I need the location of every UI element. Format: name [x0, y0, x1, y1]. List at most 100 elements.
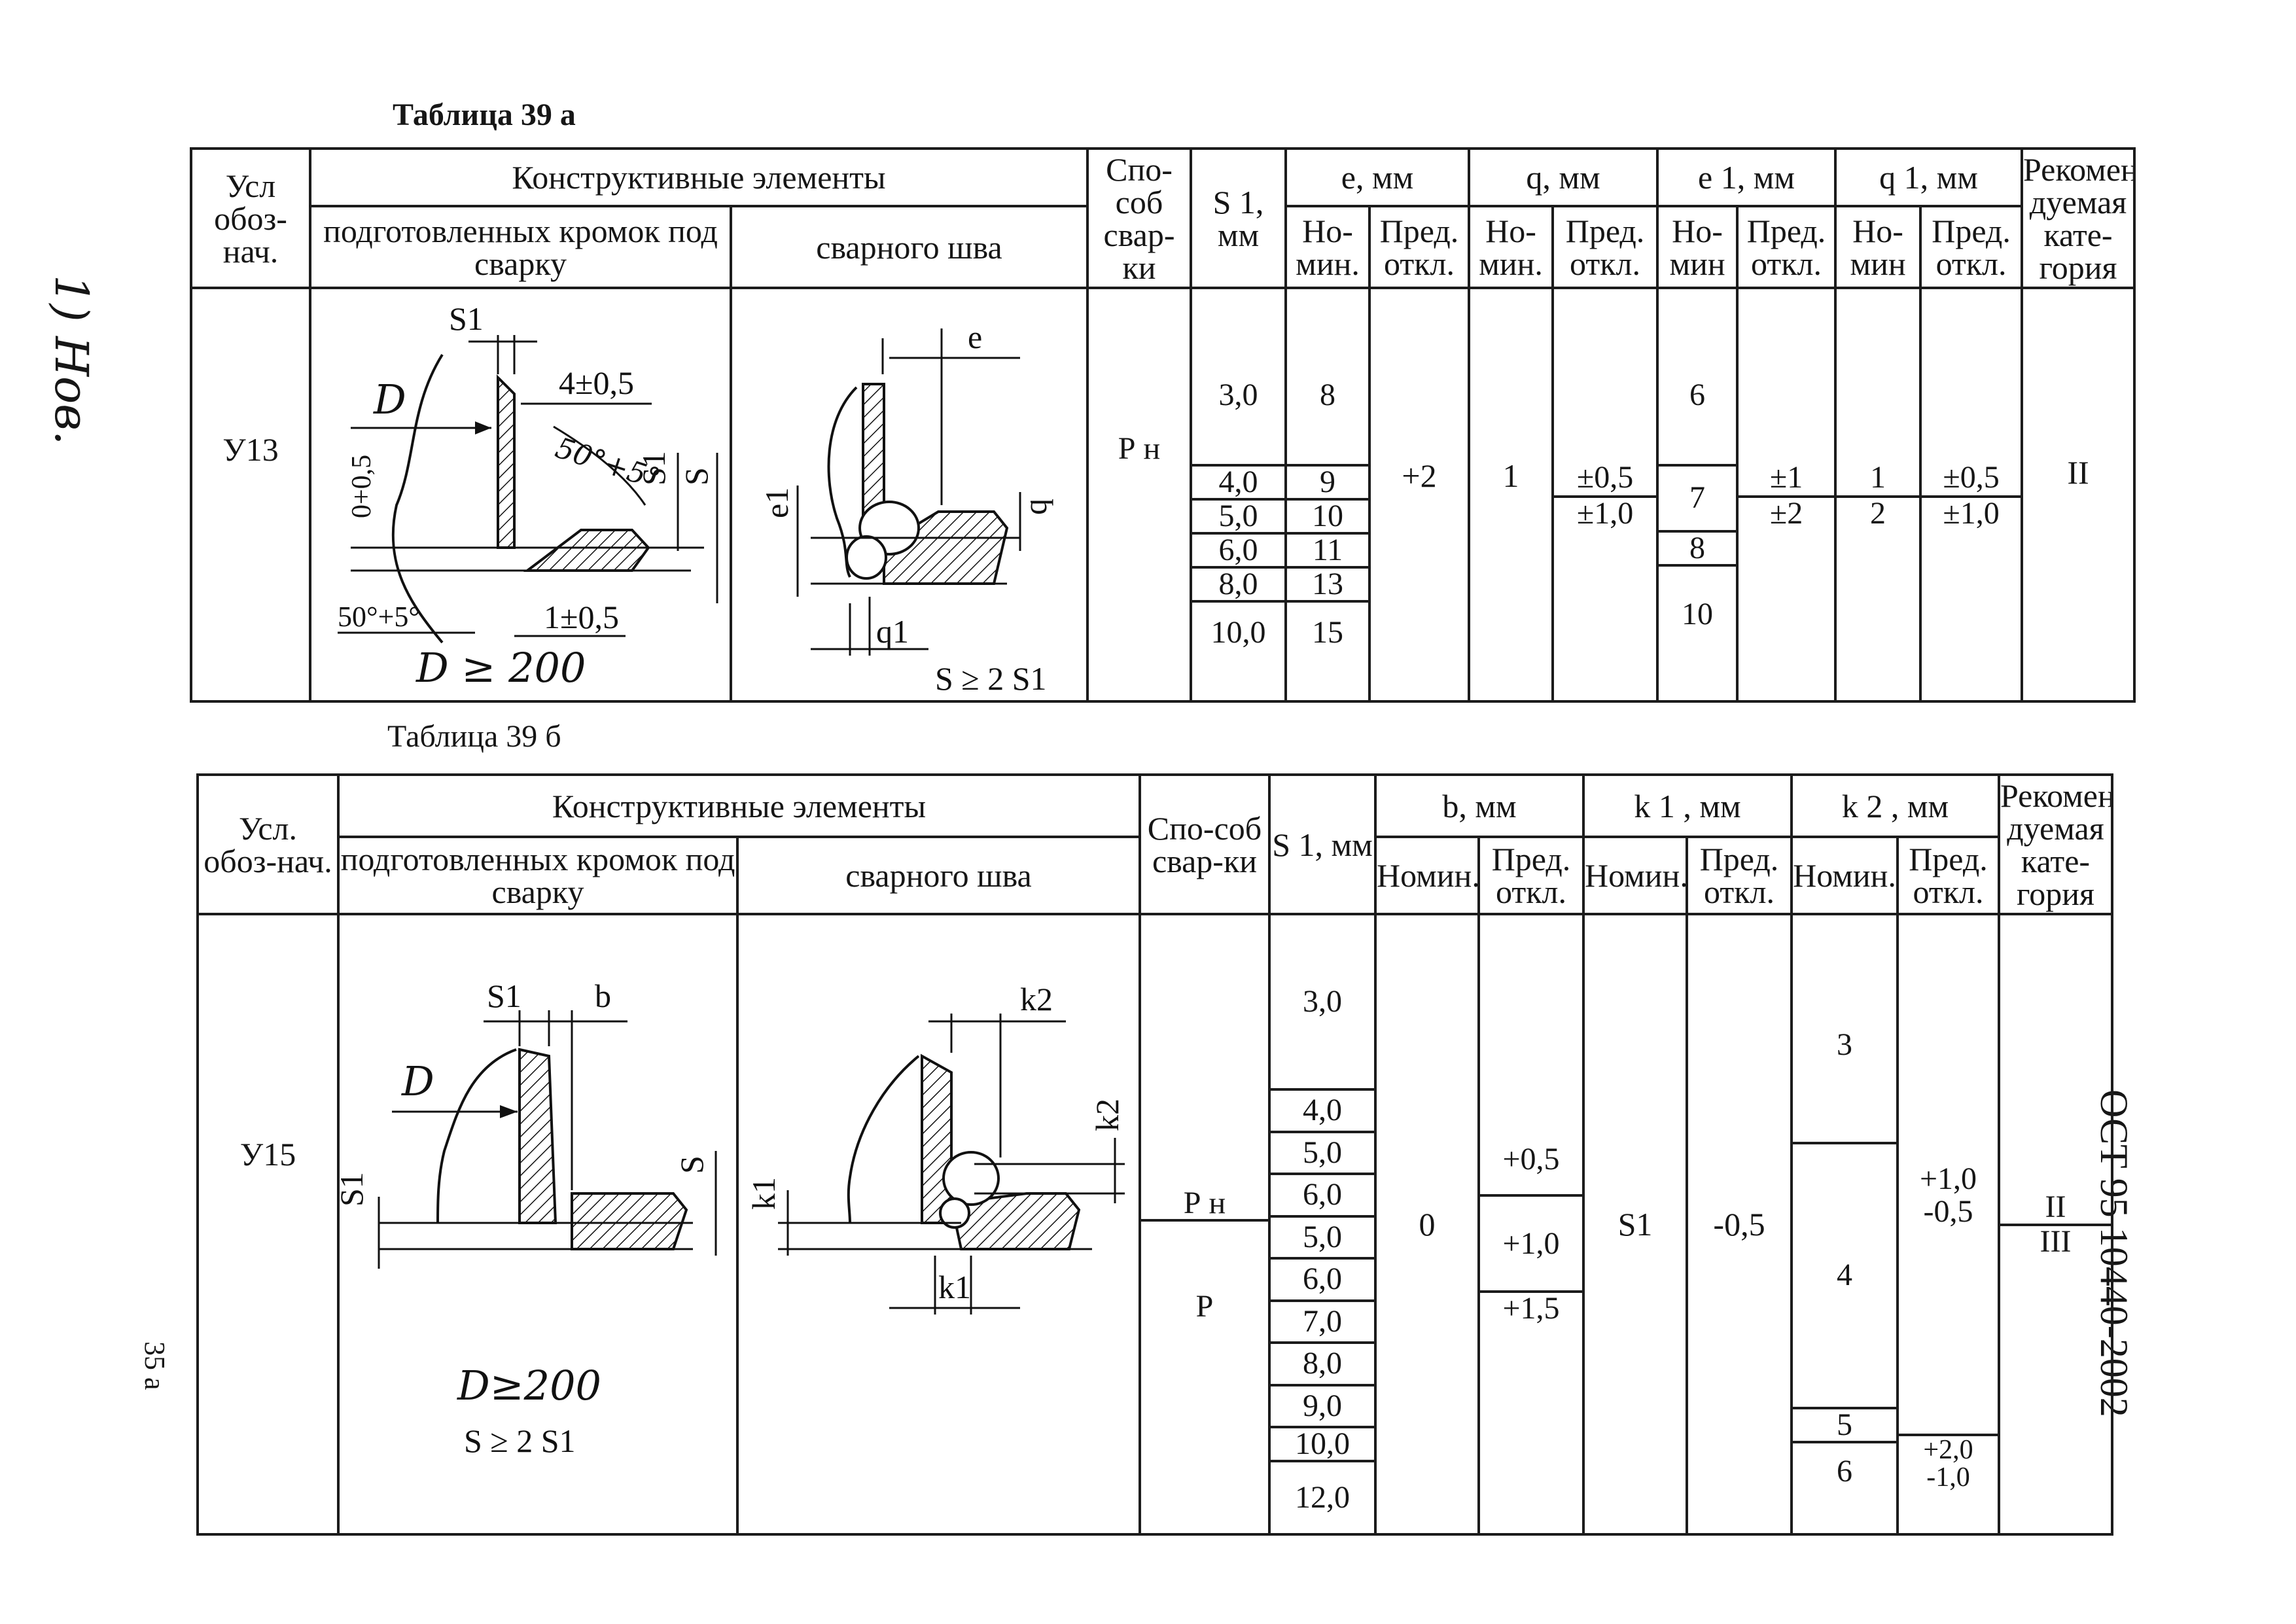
prep-s1-side: S1 — [340, 1172, 370, 1207]
weld-sketch: k2 k2 k1 k1 — [736, 912, 1141, 1536]
s1-value: 3,0 — [1303, 984, 1342, 1019]
prep-b-label: b — [595, 978, 611, 1014]
prep-d-label: D — [401, 1057, 434, 1105]
e-nominal-header: Но-мин. — [1284, 205, 1371, 289]
weld-k1-side: k1 — [745, 1177, 782, 1210]
s1-values: 3,0 4,0 5,0 6,0 8,0 10,0 — [1190, 287, 1287, 703]
page-number: 35 а — [139, 1341, 171, 1390]
k2-nominal-value: 5 — [1794, 1406, 1895, 1441]
weld-q-label: q — [1017, 499, 1053, 515]
s1-value: 5,0 — [1272, 1214, 1373, 1257]
e1-nominal-header: Но-мин — [1656, 205, 1739, 289]
b-nominal-header: Номин. — [1374, 836, 1480, 915]
b-nominal: 0 — [1374, 912, 1480, 1536]
s1-value: 8,0 — [1193, 565, 1283, 600]
category-value: II — [2021, 287, 2136, 703]
category-header: Рекомен-дуемая кате-гория — [2021, 147, 2136, 289]
e1-header: е 1, мм — [1656, 147, 1837, 207]
k2-nominal-value: 3 — [1837, 1027, 1852, 1063]
e-tolerance: +2 — [1368, 287, 1471, 703]
prep-root-label: 0+0,5 — [347, 455, 377, 518]
e1-tolerance-header: Пред. откл. — [1736, 205, 1837, 289]
elements-header: Конструктивные элементы — [309, 147, 1089, 207]
weld-k2-label: k2 — [1020, 981, 1053, 1017]
q1-nominal-header: Но-мин — [1834, 205, 1922, 289]
weld-header: сварного шва — [730, 205, 1089, 289]
e1-tolerance-values: ±1 ±2 — [1736, 287, 1837, 703]
q-nominal: 1 — [1468, 287, 1555, 703]
e-nominal-value: 10 — [1288, 497, 1367, 532]
s1-value: 10,0 — [1272, 1425, 1373, 1460]
prep-gap-label: 4±0,5 — [559, 364, 634, 401]
k2-nominal-values: 3 4 5 6 — [1790, 912, 1899, 1536]
weld-header: сварного шва — [736, 836, 1141, 915]
elements-header: Конструктивные элементы — [337, 773, 1141, 838]
e-nominal-value: 15 — [1288, 599, 1367, 663]
revision-note: 1) Нов. — [44, 275, 98, 446]
row-code: У13 — [190, 287, 311, 703]
q1-tolerance-values: ±0,5 ±1,0 — [1919, 287, 2024, 703]
prepared-edges-header: подготовленных кромок под сварку — [337, 836, 739, 915]
b-tolerance-header: Пред. откл. — [1477, 836, 1585, 915]
prep-angle-bottom: 50°+5° — [338, 601, 420, 633]
k2-tolerance-value: +2,0 -1,0 — [1900, 1433, 1996, 1491]
category-values: II III — [1998, 912, 2113, 1536]
prep-sketch: S1 b D S1 S D≥200 S ≥ 2 S1 — [337, 912, 739, 1536]
weld-k1-label: k1 — [938, 1269, 971, 1305]
s1-value: 6,0 — [1193, 531, 1283, 566]
prep-condition: S ≥ 2 S1 — [464, 1422, 576, 1459]
method-header: Спо-соб свар-ки — [1086, 147, 1192, 289]
q-tolerance-value: ±1,0 — [1555, 495, 1655, 529]
weld-sketch: e e1 q q1 S ≥ 2 S1 — [730, 287, 1089, 703]
row-code: У15 — [196, 912, 340, 1536]
e-nominal-values: 8 9 10 11 13 15 — [1284, 287, 1371, 703]
s1-value: 6,0 — [1272, 1173, 1373, 1214]
weld-e-label: e — [968, 319, 982, 355]
method-value: Р — [1142, 1219, 1267, 1392]
method-value: Р н — [1086, 287, 1192, 703]
weld-sketch-drawing: k2 k2 k1 k1 — [745, 981, 1125, 1315]
q-tolerance-values: ±0,5 ±1,0 — [1551, 287, 1659, 703]
e1-nominal-values: 6 7 8 10 — [1656, 287, 1739, 703]
category-value: II — [2045, 1190, 2066, 1225]
method-values: Р н Р — [1139, 912, 1271, 1536]
prep-note: D≥200 — [457, 1362, 601, 1409]
k2-header: k 2 , мм — [1790, 773, 2000, 838]
s1-value: 4,0 — [1272, 1088, 1373, 1130]
weld-q1-label: q1 — [876, 613, 909, 650]
k1-header: k 1 , мм — [1582, 773, 1793, 838]
k2-tolerance-values: +1,0 -0,5 +2,0 -1,0 — [1896, 912, 2000, 1536]
weld-condition: S ≥ 2 S1 — [935, 660, 1047, 697]
q-tolerance-value: ±0,5 — [1576, 459, 1634, 495]
s1-value: 9,0 — [1272, 1383, 1373, 1426]
table-39a: Усл обоз-нач. Конструктивные элементы Сп… — [190, 147, 2136, 703]
s1-values: 3,0 4,0 5,0 6,0 5,0 6,0 7,0 8,0 9,0 10,0… — [1268, 912, 1377, 1536]
prep-s1-label: S1 — [449, 300, 484, 337]
s1-value: 3,0 — [1218, 378, 1258, 413]
e1-nominal-value: 7 — [1660, 463, 1735, 530]
q-header: q, мм — [1468, 147, 1659, 207]
prep-d-label: D — [373, 376, 406, 423]
k2-nominal-value: 4 — [1794, 1141, 1895, 1407]
prep-s-side: S — [678, 467, 715, 485]
e-nominal-value: 8 — [1320, 378, 1335, 413]
s1-header: S 1, мм — [1190, 147, 1287, 289]
prep-sketch: S1 4±0,5 D 50°+5° S1 S 0+0,5 — [309, 287, 732, 703]
weld-sketch-drawing: e e1 q q1 S ≥ 2 S1 — [758, 319, 1053, 697]
b-tolerance-value: +1,0 — [1481, 1194, 1581, 1290]
prep-sketch-drawing: S1 4±0,5 D 50°+5° S1 S 0+0,5 — [338, 300, 718, 692]
b-header: b, мм — [1374, 773, 1585, 838]
e1-tolerance-value: ±1 — [1769, 459, 1803, 495]
s1-header: S 1, мм — [1268, 773, 1377, 915]
prepared-edges-header: подготовленных кромок под сварку — [309, 205, 732, 289]
s1-value: 6,0 — [1272, 1257, 1373, 1299]
e1-nominal-value: 6 — [1689, 378, 1706, 413]
k1-nominal: S1 — [1582, 912, 1688, 1536]
e-nominal-value: 11 — [1288, 531, 1367, 566]
prep-note: D ≥ 200 — [415, 644, 586, 692]
designation-header: Усл. обоз-нач. — [196, 773, 340, 915]
table-39b: Усл. обоз-нач. Конструктивные элементы С… — [196, 773, 2113, 1536]
q1-tolerance-header: Пред. откл. — [1919, 205, 2024, 289]
method-value: Р н — [1183, 1186, 1226, 1221]
q1-nominal-value: 1 — [1870, 459, 1886, 495]
